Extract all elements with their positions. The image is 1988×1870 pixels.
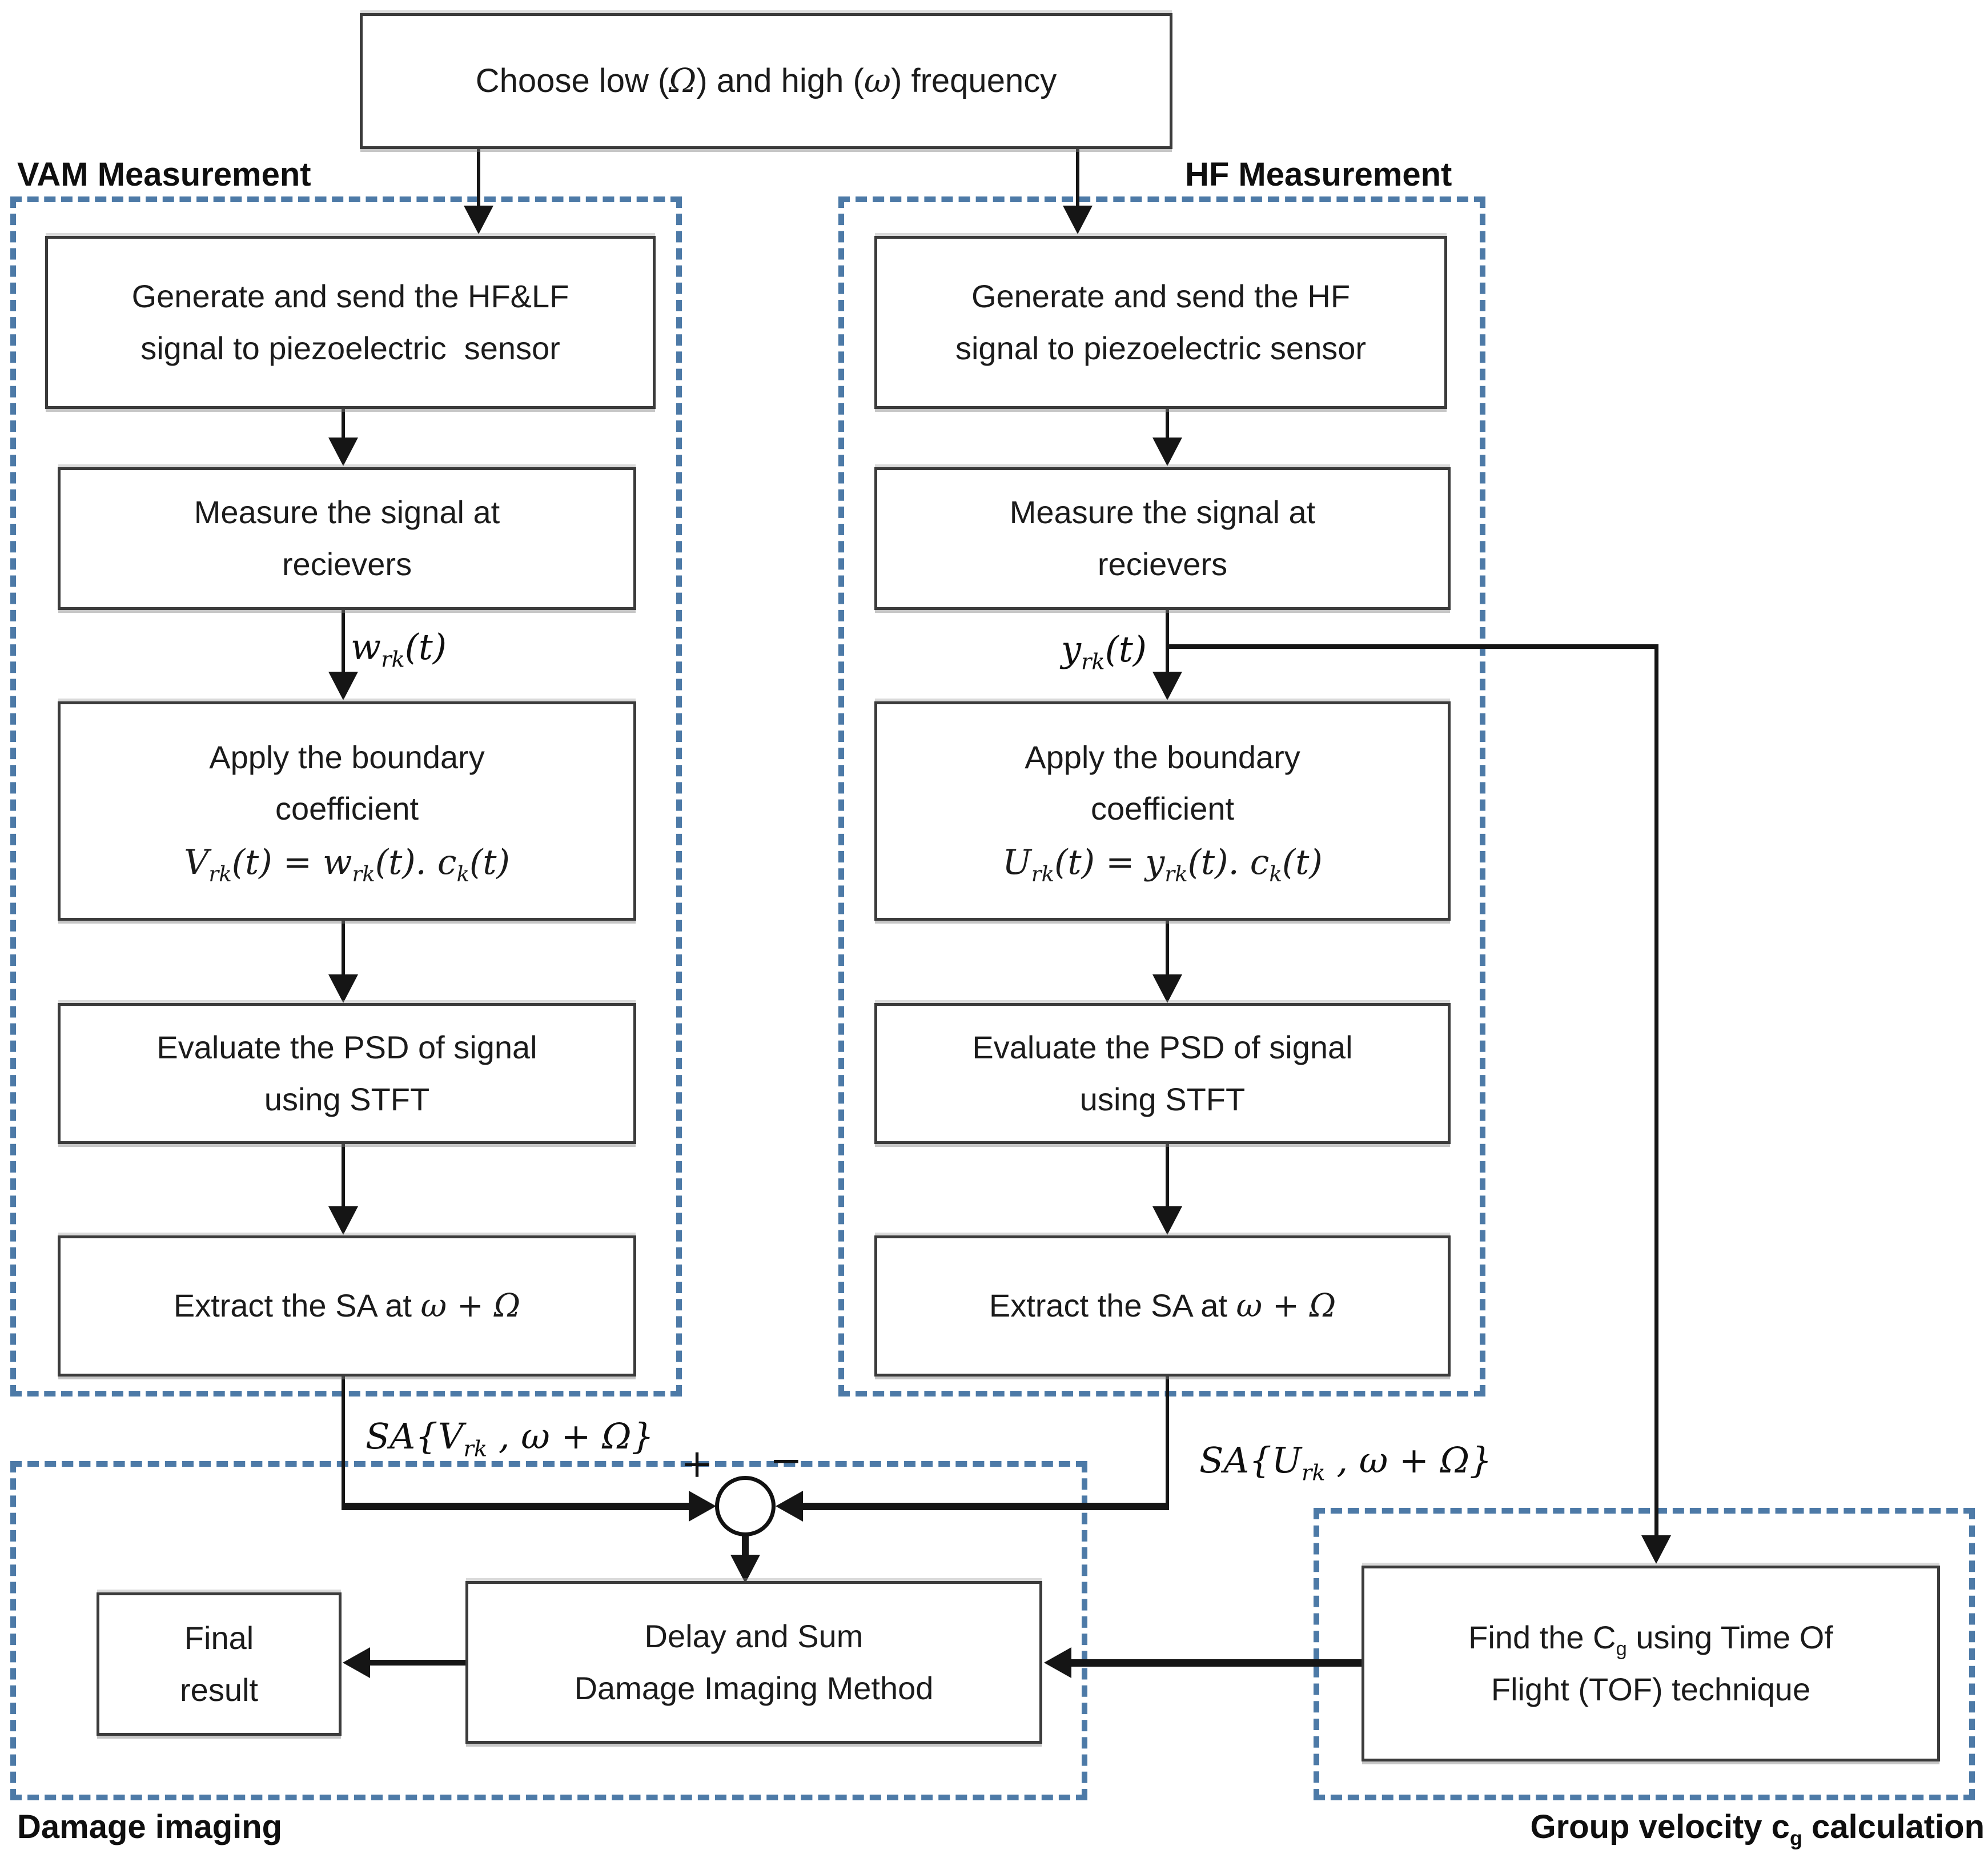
hf-evaluate-box: Evaluate the PSD of signal using STFT [874, 1003, 1451, 1144]
connector-vam-apply-to-evaluate [342, 919, 345, 976]
connector-vam-measure-to-apply [342, 608, 345, 674]
plus-sign: + [681, 1442, 713, 1487]
arrowhead [1152, 1206, 1182, 1235]
arrowhead [1152, 672, 1182, 700]
arrowhead [464, 206, 493, 234]
connector-sa-v-to-sum [342, 1503, 694, 1510]
connector-vam-extract-down [342, 1375, 345, 1510]
vam-generate-text: Generate and send the HF&LF signal to pi… [131, 278, 569, 366]
connector-hf-apply-to-evaluate [1166, 919, 1169, 976]
damage-imaging-region-outline [10, 1461, 1087, 1800]
delay-and-sum-box: Delay and Sum Damage Imaging Method [465, 1581, 1042, 1744]
connector-yrk-branch-vertical [1654, 644, 1658, 1539]
vam-extract-text: Extract the SA at ω + Ω [173, 1287, 521, 1325]
sa-v-label: SA{Vrk , ω + Ω} [366, 1415, 654, 1462]
group-velocity-region-outline [1314, 1508, 1975, 1800]
vam-measure-box: Measure the signal at recievers [58, 467, 636, 610]
hf-apply-formula: Urk(t) = yrk(t). ck(t) [1002, 842, 1323, 887]
connector-top-to-vam [477, 147, 480, 209]
connector-top-to-hf [1076, 147, 1079, 209]
connector-delay-to-final [370, 1660, 467, 1666]
hf-region-outline [838, 196, 1485, 1397]
vam-apply-formula: Vrk(t) = wrk(t). ck(t) [184, 842, 510, 887]
arrowhead [1152, 974, 1182, 1003]
connector-find-to-delay [1069, 1659, 1363, 1667]
connector-hf-extract-down [1166, 1375, 1169, 1510]
arrowhead [328, 1206, 358, 1235]
arrowhead [730, 1555, 760, 1583]
arrowhead [343, 1647, 370, 1678]
connector-hf-generate-to-measure [1166, 408, 1169, 440]
vam-region-outline [10, 196, 682, 1397]
vam-apply-box: Apply the boundary coefficient Vrk(t) = … [58, 701, 636, 921]
vam-section-label: VAM Measurement [17, 156, 311, 193]
arrowhead [1152, 438, 1182, 466]
minus-sign: − [770, 1438, 802, 1483]
arrowhead [1044, 1647, 1071, 1678]
arrowhead [689, 1491, 716, 1522]
choose-frequency-text: Choose low (Ω) and high (ω) frequency [475, 61, 1057, 101]
hf-evaluate-text: Evaluate the PSD of signal using STFT [972, 1029, 1353, 1117]
vam-apply-line2: coefficient [275, 790, 419, 827]
summing-junction-circle [715, 1476, 776, 1536]
final-result-text: Final result [180, 1619, 258, 1708]
hf-apply-line1: Apply the boundary [1025, 739, 1300, 775]
vam-evaluate-box: Evaluate the PSD of signal using STFT [58, 1003, 636, 1144]
hf-apply-line2: coefficient [1090, 790, 1235, 827]
wrk-signal-label: wrk(t) [351, 626, 447, 673]
vam-generate-box: Generate and send the HF&LF signal to pi… [45, 236, 656, 409]
hf-section-label: HF Measurement [1185, 156, 1452, 193]
hf-apply-box: Apply the boundary coefficient Urk(t) = … [874, 701, 1451, 921]
sa-u-label: SA{Urk , ω + Ω} [1199, 1439, 1492, 1486]
vam-evaluate-text: Evaluate the PSD of signal using STFT [156, 1029, 537, 1117]
vam-extract-box: Extract the SA at ω + Ω [58, 1235, 636, 1377]
hf-extract-box: Extract the SA at ω + Ω [874, 1235, 1451, 1377]
find-cg-box: Find the Cg using Time Of Flight (TOF) t… [1362, 1566, 1940, 1761]
arrowhead [328, 974, 358, 1003]
yrk-signal-label: yrk(t) [1061, 628, 1147, 675]
hf-measure-text: Measure the signal at recievers [1009, 494, 1316, 582]
group-velocity-section-label: Group velocity cg calculation [1530, 1808, 1985, 1850]
connector-hf-measure-to-apply [1166, 608, 1169, 674]
connector-sa-u-to-sum [800, 1503, 1169, 1510]
find-cg-text: Find the Cg using Time Of Flight (TOF) t… [1468, 1619, 1833, 1707]
hf-extract-text: Extract the SA at ω + Ω [989, 1287, 1336, 1325]
arrowhead [1641, 1535, 1671, 1564]
arrowhead [328, 438, 358, 466]
vam-measure-text: Measure the signal at recievers [194, 494, 500, 582]
hf-measure-box: Measure the signal at recievers [874, 467, 1451, 610]
connector-yrk-branch-horizontal [1167, 644, 1658, 649]
choose-frequency-box: Choose low (Ω) and high (ω) frequency [360, 13, 1172, 149]
connector-vam-evaluate-to-extract [342, 1142, 345, 1208]
connector-hf-evaluate-to-extract [1166, 1142, 1169, 1208]
connector-sum-to-delay [742, 1535, 749, 1561]
connector-vam-generate-to-measure [342, 408, 345, 440]
delay-and-sum-text: Delay and Sum Damage Imaging Method [574, 1618, 934, 1706]
hf-generate-text: Generate and send the HF signal to piezo… [955, 278, 1367, 366]
arrowhead [776, 1491, 803, 1522]
arrowhead [1063, 206, 1093, 234]
final-result-box: Final result [97, 1592, 342, 1736]
arrowhead [328, 672, 358, 700]
damage-imaging-section-label: Damage imaging [17, 1808, 283, 1845]
hf-generate-box: Generate and send the HF signal to piezo… [874, 236, 1447, 409]
vam-apply-line1: Apply the boundary [209, 739, 485, 775]
